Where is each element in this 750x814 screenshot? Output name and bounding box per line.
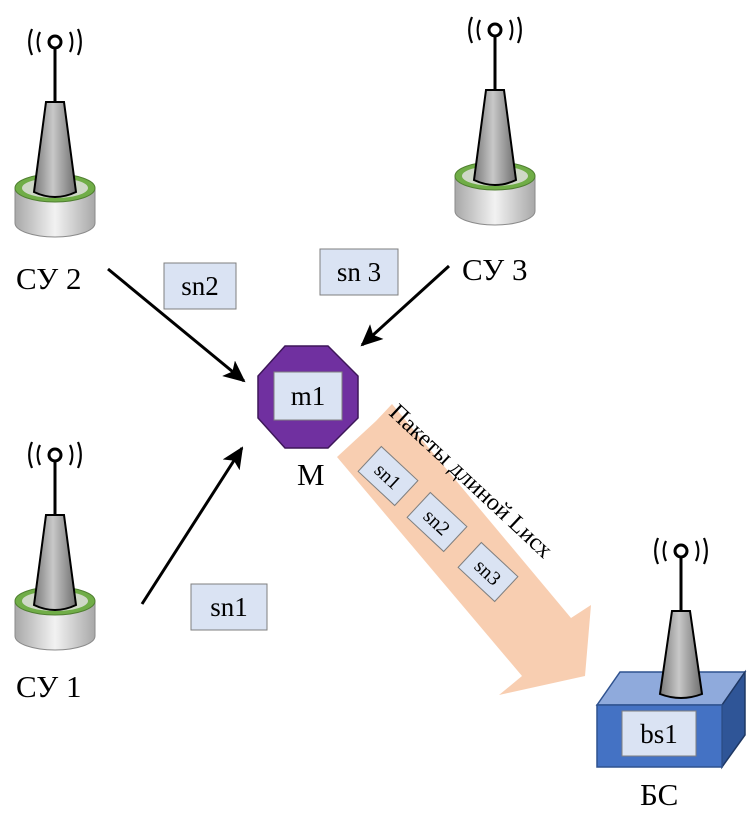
mule-id-label: m1 [291, 381, 326, 411]
packet-sn1-label: sn1 [210, 592, 248, 622]
base-station-antenna-icon [654, 537, 708, 699]
su1-label: СУ 1 [16, 669, 81, 704]
base-station: bs1 [595, 537, 747, 770]
sensor-node-2-icon [13, 27, 97, 239]
sensor-node-1-icon [13, 440, 97, 652]
mule-label: М [297, 457, 325, 492]
arrow-su1-to-mule [140, 446, 244, 605]
data-stream-arrow: Пакеты длиной Lисх sn1 sn2 sn3 [337, 399, 591, 695]
packet-sn2-box: sn2 [163, 262, 237, 310]
arrow-su2-to-mule [107, 267, 246, 383]
packet-sn3-label: sn 3 [337, 257, 381, 287]
packet-sn1-box: sn1 [190, 583, 268, 631]
arrow-su3-to-mule [360, 264, 451, 347]
packet-sn2-label: sn2 [181, 271, 219, 301]
base-station-label: БС [640, 777, 678, 812]
stream-item-sn1: sn1 [357, 445, 419, 507]
packet-sn3-box: sn 3 [319, 248, 399, 296]
sensor-node-3-icon [453, 15, 537, 227]
base-station-id-label: bs1 [640, 719, 678, 749]
su2-label: СУ 2 [16, 261, 81, 296]
su3-label: СУ 3 [462, 252, 527, 287]
mule-node: m1 [257, 345, 359, 449]
